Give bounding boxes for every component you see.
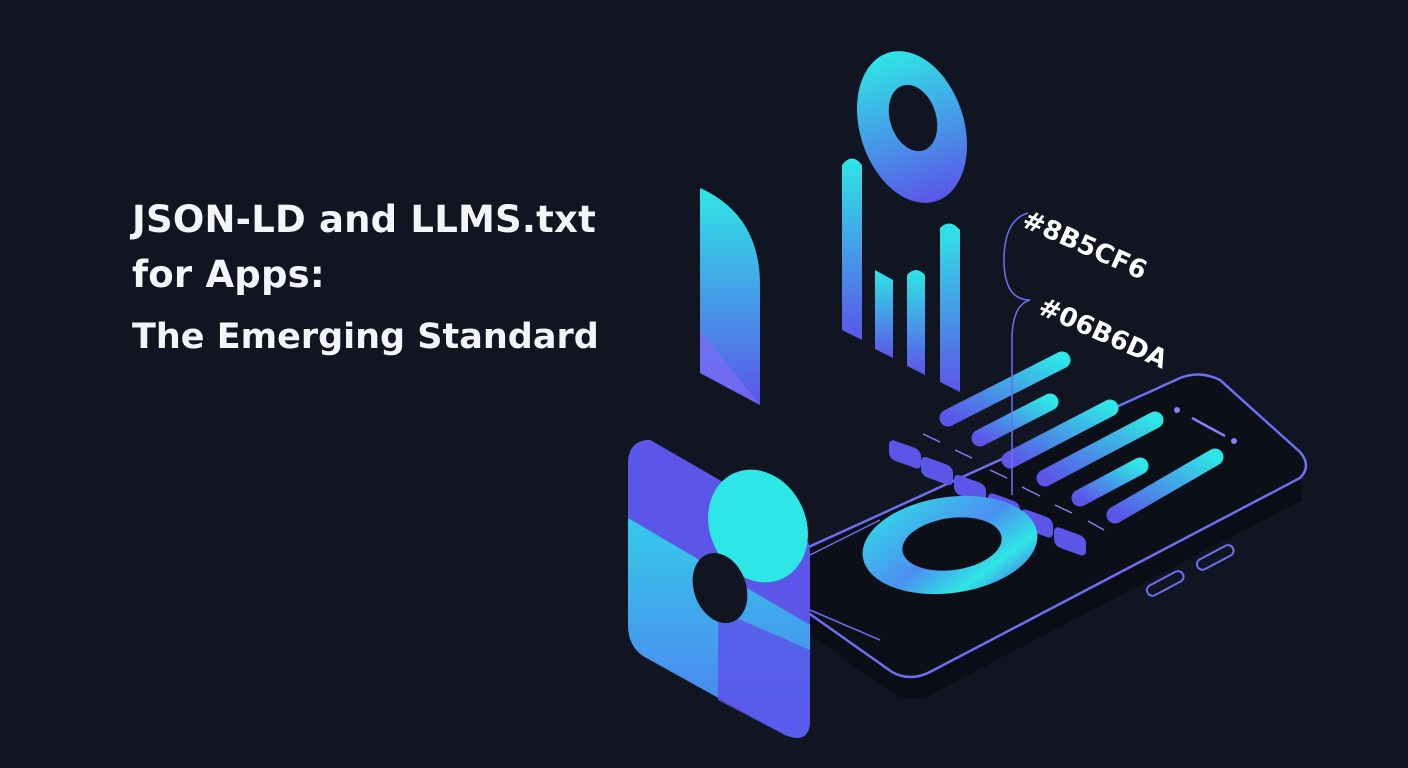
- bar-chart-icon: [842, 158, 960, 392]
- app-tile-icon: [628, 440, 810, 738]
- screen-dashes: [922, 433, 1105, 531]
- headline: JSON-LD and LLMS.txt for Apps: The Emerg…: [132, 192, 599, 362]
- screen-bars: [939, 351, 1224, 524]
- ring-icon: [862, 495, 1038, 595]
- connector-lines: [809, 212, 1031, 641]
- document-panel-icon: [700, 188, 760, 405]
- top-ring-icon: [856, 51, 968, 203]
- subtitle: The Emerging Standard: [132, 317, 599, 357]
- title-line-2: for Apps:: [132, 253, 325, 296]
- phone-device: [779, 373, 1308, 699]
- title-line-1: JSON-LD and LLMS.txt: [132, 198, 596, 241]
